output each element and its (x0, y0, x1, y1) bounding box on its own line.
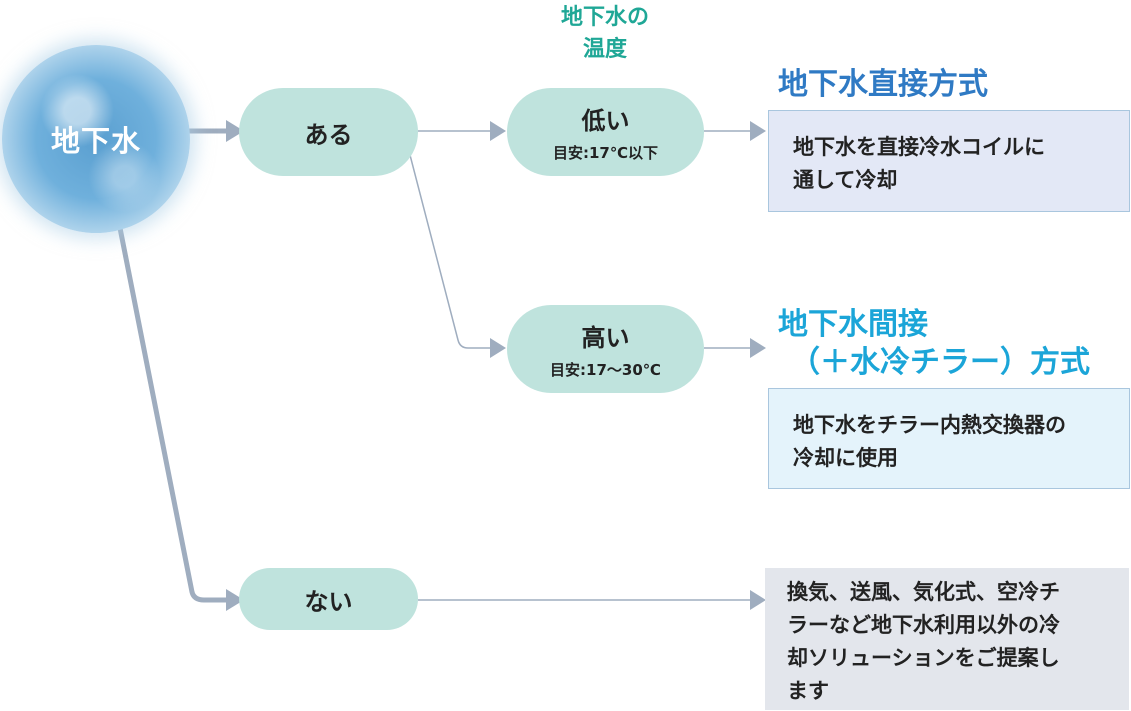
temp-low-label: 低い (581, 107, 630, 135)
branch-no-label: ない (304, 587, 353, 616)
branch-yes-node: ある (239, 88, 418, 176)
method-other-box: 換気、送風、気化式、空冷チ ラーなど地下水利用以外の冷 却ソリューションをご提案… (765, 568, 1129, 710)
method-indirect-desc-line2: 冷却に使用 (793, 446, 898, 470)
method-other-desc-line1: 換気、送風、気化式、空冷チ (787, 580, 1060, 604)
temp-high-node: 高い 目安:17〜30℃ (507, 305, 704, 393)
connector-yes-to-high (409, 154, 492, 349)
method-direct-box: 地下水を直接冷水コイルに 通して冷却 (768, 110, 1130, 212)
method-other-desc-line2: ラーなど地下水利用以外の冷 (787, 613, 1060, 637)
arrowhead-low (490, 121, 506, 141)
method-indirect-desc-line1: 地下水をチラー内熱交換器の (793, 413, 1066, 437)
temperature-header-line1: 地下水の (560, 5, 649, 30)
method-direct-title: 地下水直接方式 (778, 67, 988, 102)
method-indirect-title-line2: （＋水冷チラー）方式 (790, 345, 1090, 380)
method-indirect-title-line1: 地下水間接 (778, 307, 928, 342)
arrowhead-high (490, 338, 506, 358)
arrowhead-yes (226, 120, 244, 142)
branch-no-node: ない (239, 568, 418, 630)
arrowhead-direct (750, 121, 766, 141)
arrowhead-indirect (750, 338, 766, 358)
temperature-header: 地下水の 温度 (530, 2, 680, 66)
method-direct-desc-line1: 地下水を直接冷水コイルに (793, 135, 1045, 159)
temp-low-node: 低い 目安:17℃以下 (507, 88, 704, 176)
arrowhead-no (226, 589, 244, 611)
groundwater-label: 地下水 (50, 124, 141, 158)
groundwater-node: 地下水 (2, 45, 190, 233)
method-direct-desc-line2: 通して冷却 (793, 168, 898, 192)
temp-low-sub: 目安:17℃以下 (552, 144, 659, 162)
method-indirect-box: 地下水をチラー内熱交換器の 冷却に使用 (768, 388, 1130, 489)
method-other-desc-line4: ます (787, 679, 829, 703)
method-indirect-title: 地下水間接 （＋水冷チラー）方式 (778, 306, 1090, 382)
temp-high-sub: 目安:17〜30℃ (550, 361, 661, 379)
connector-source-to-no (117, 227, 232, 603)
branch-yes-label: ある (304, 120, 353, 149)
arrowhead-other (750, 590, 766, 610)
method-other-desc-line3: 却ソリューションをご提案し (787, 646, 1060, 670)
temperature-header-line2: 温度 (582, 37, 627, 62)
temp-high-label: 高い (581, 324, 630, 352)
